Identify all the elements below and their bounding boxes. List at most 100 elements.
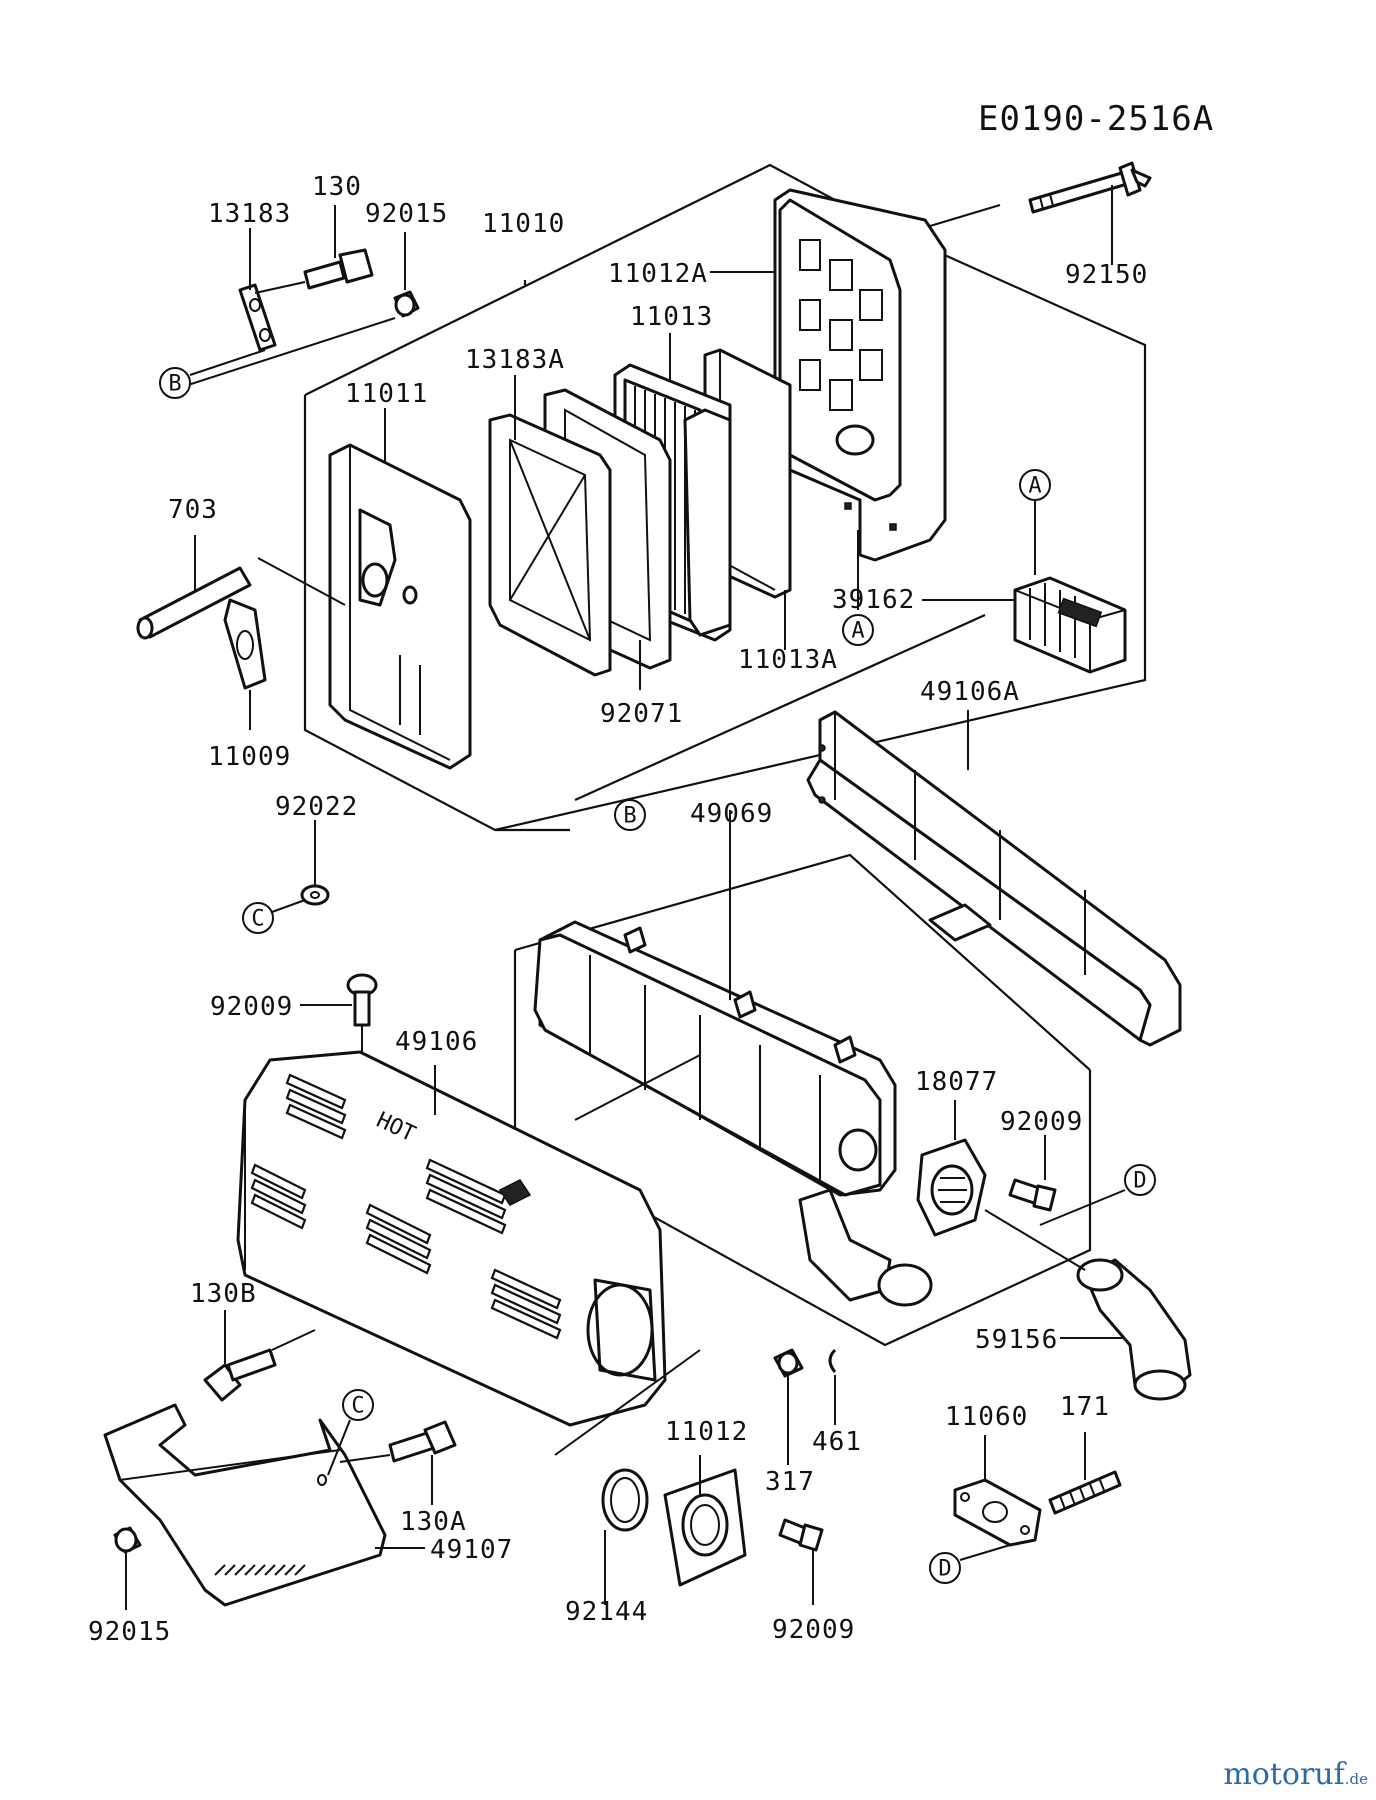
label-461: 461 <box>812 1427 862 1457</box>
label-11012A: 11012A <box>608 259 708 289</box>
marker-c-washer: C <box>242 902 274 934</box>
bracket-13183 <box>238 283 277 352</box>
bolt-92009-bottom <box>778 1518 824 1552</box>
label-11060: 11060 <box>945 1402 1028 1432</box>
label-49107: 49107 <box>430 1535 513 1565</box>
leader-elbow <box>984 1209 1086 1271</box>
flange-18077 <box>916 1138 987 1237</box>
label-130B: 130B <box>190 1279 257 1309</box>
bolt-130A <box>388 1420 457 1463</box>
air-cleaner-base-11011 <box>328 443 472 770</box>
reference-markers: B A A B C D C D <box>159 367 1156 1584</box>
marker-a-top: A <box>1019 469 1051 501</box>
watermark: motoruf.de <box>1223 1757 1368 1792</box>
leader-b-bracket <box>189 349 266 376</box>
label-39162: 39162 <box>832 585 915 615</box>
label-130A: 130A <box>400 1507 467 1537</box>
label-13183: 13183 <box>208 199 291 229</box>
bolt-92009-right <box>1008 1178 1057 1212</box>
bolt-130 <box>303 248 374 290</box>
leader-c-49107 <box>327 1419 351 1476</box>
part-labels: 130 13183 92015 11010 11012A 92150 11013… <box>88 172 1148 1647</box>
svg-text:C: C <box>351 1394 364 1419</box>
elbow-59156 <box>1076 1258 1192 1401</box>
leader-d-gasket <box>959 1544 1011 1561</box>
ring-92144 <box>601 1468 649 1532</box>
svg-text:C: C <box>251 907 264 932</box>
muffler-cover-49106: HOT <box>236 1050 667 1427</box>
label-703: 703 <box>168 495 218 525</box>
label-11009: 11009 <box>208 742 291 772</box>
leader-130A-shield <box>339 1454 391 1463</box>
watermark-tld: .de <box>1344 1770 1368 1788</box>
label-317: 317 <box>765 1467 815 1497</box>
marker-a-mid: A <box>842 614 874 646</box>
label-92015-bottom: 92015 <box>88 1617 171 1647</box>
label-11010: 11010 <box>482 209 565 239</box>
bolt-92150 <box>1028 161 1152 214</box>
leader-cover-muffler <box>574 1054 701 1121</box>
leader-c-washer <box>271 899 306 913</box>
gasket-13183A <box>488 413 612 677</box>
label-49069: 49069 <box>690 799 773 829</box>
nut-92015-bottom <box>113 1526 142 1554</box>
leader-130B-cover <box>271 1329 316 1351</box>
label-49106A: 49106A <box>920 677 1020 707</box>
svg-text:B: B <box>623 804 636 829</box>
marker-b-top: B <box>159 367 191 399</box>
lower-shield-49107 <box>103 1403 387 1607</box>
nut-92015-top <box>393 290 420 318</box>
nut-317 <box>773 1348 804 1378</box>
svg-text:B: B <box>168 372 181 397</box>
gasket-11060 <box>953 1478 1042 1547</box>
leader-d-right <box>1039 1189 1126 1226</box>
marker-d-right: D <box>1124 1164 1156 1196</box>
label-92071: 92071 <box>600 699 683 729</box>
marker-c-shield: C <box>342 1389 374 1421</box>
gasket-11009 <box>223 598 267 690</box>
label-92150: 92150 <box>1065 260 1148 290</box>
leader-cover-92144 <box>554 1349 701 1456</box>
label-92009-left: 92009 <box>210 992 293 1022</box>
label-171: 171 <box>1060 1392 1110 1422</box>
marker-d-bottom: D <box>929 1552 961 1584</box>
bolt-92009-left <box>346 973 378 1027</box>
vent-slots <box>250 1073 562 1340</box>
label-92022: 92022 <box>275 792 358 822</box>
label-92009-right: 92009 <box>1000 1107 1083 1137</box>
label-18077: 18077 <box>915 1067 998 1097</box>
marker-b-mid: B <box>614 799 646 831</box>
watermark-name: motoruf <box>1223 1757 1345 1792</box>
label-11012: 11012 <box>665 1417 748 1447</box>
bolt-130B <box>203 1348 277 1402</box>
label-92015-top: 92015 <box>365 199 448 229</box>
silencer-39162 <box>1013 576 1127 674</box>
label-11013A: 11013A <box>738 645 838 675</box>
svg-text:D: D <box>1133 1169 1146 1194</box>
label-13183A: 13183A <box>465 345 565 375</box>
washer-92022 <box>300 884 330 906</box>
svg-text:D: D <box>938 1557 951 1582</box>
muffler-assembly-frame <box>513 853 1092 1347</box>
label-92144: 92144 <box>565 1597 648 1627</box>
label-49106: 49106 <box>395 1027 478 1057</box>
stud-171 <box>1048 1470 1122 1515</box>
label-130: 130 <box>312 172 362 202</box>
label-59156: 59156 <box>975 1325 1058 1355</box>
flange-11012 <box>663 1468 747 1587</box>
shield-49106A <box>806 710 1182 1047</box>
clip-461 <box>828 1348 837 1373</box>
leader-b-top <box>187 317 396 386</box>
label-11013: 11013 <box>630 302 713 332</box>
svg-text:A: A <box>851 619 864 644</box>
leader-703-base <box>257 557 346 606</box>
label-92009-bottom: 92009 <box>772 1615 855 1645</box>
svg-text:A: A <box>1028 474 1041 499</box>
label-11011: 11011 <box>345 379 428 409</box>
muffler-49069 <box>533 920 933 1307</box>
air-cleaner-case-11012A <box>773 188 947 562</box>
pipe-703 <box>136 566 252 640</box>
leader-130-bracket <box>254 281 306 294</box>
diagram-code: E0190-2516A <box>978 99 1214 139</box>
